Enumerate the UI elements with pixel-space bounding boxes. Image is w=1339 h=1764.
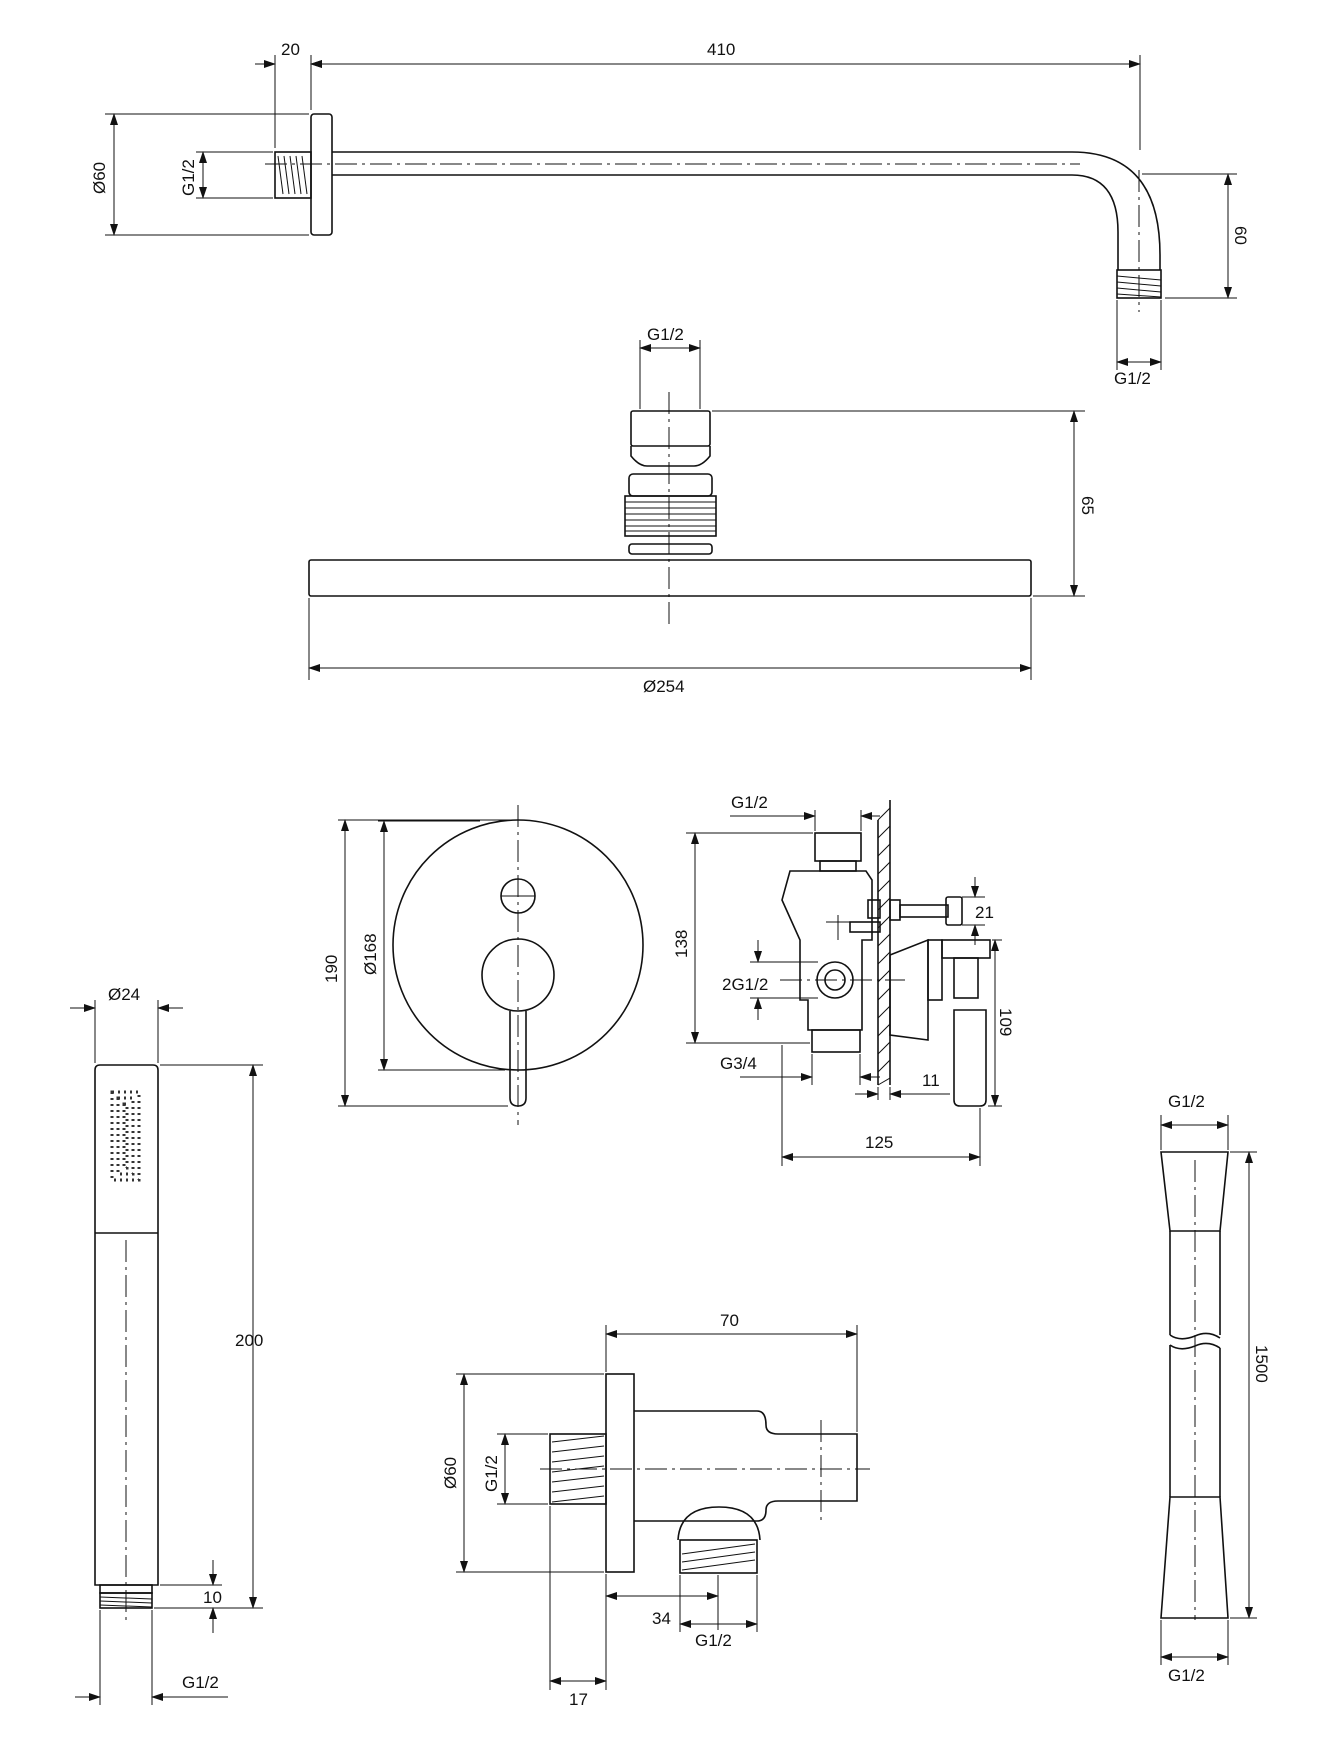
- hand-shower-length-label: 200: [235, 1331, 263, 1350]
- mixer-side-threads-label: 2G1/2: [722, 975, 768, 994]
- arm-inlet-thread-label: G1/2: [179, 159, 198, 196]
- hand-shower-drawing: Ø24 200 10 G1/2: [70, 985, 263, 1705]
- shower-arm-drawing: 20 410 Ø60 G1/2 60 G1/2: [90, 40, 1250, 388]
- arm-flange-thickness-label: 20: [281, 40, 300, 59]
- mixer-wall-gap-label: 11: [922, 1071, 940, 1090]
- mixer-top-thread-label: G1/2: [731, 793, 768, 812]
- spray-nozzles: [110, 1090, 141, 1182]
- mixer-bottom-thread-label: G3/4: [720, 1054, 757, 1073]
- head-inlet-thread-label: G1/2: [647, 325, 684, 344]
- arm-drop-label: 60: [1231, 226, 1250, 245]
- hose-top-thread-label: G1/2: [1168, 1092, 1205, 1111]
- arm-outlet-thread-label: G1/2: [1114, 369, 1151, 388]
- mixer-plate-diameter-label: Ø168: [361, 933, 380, 975]
- mixer-plate-outer-label: 190: [322, 955, 341, 983]
- outlet-outlet-thread-label: G1/2: [695, 1631, 732, 1650]
- outlet-flange-diameter-label: Ø60: [441, 1457, 460, 1489]
- hand-shower-diameter-label: Ø24: [108, 985, 140, 1004]
- mixer-depth-label: 125: [865, 1133, 893, 1152]
- outlet-offset-label: 34: [652, 1609, 671, 1628]
- arm-length-label: 410: [707, 40, 735, 59]
- mixer-body-height-label: 138: [672, 930, 691, 958]
- outlet-flange-depth-label: 17: [569, 1690, 588, 1709]
- hand-shower-thread-length-label: 10: [203, 1588, 222, 1607]
- head-height-label: 65: [1078, 496, 1097, 515]
- hose-length-label: 1500: [1252, 1345, 1271, 1383]
- arm-flange-diameter-label: Ø60: [90, 162, 109, 194]
- shower-head-drawing: G1/2 65 Ø254: [308, 325, 1097, 696]
- mixer-front-view: 190 Ø168: [322, 805, 644, 1125]
- mixer-side-view: G1/2 138 21 2G1/2 109 G3/4 11: [672, 793, 1015, 1166]
- head-diameter-label: Ø254: [643, 677, 685, 696]
- hose-bottom-thread-label: G1/2: [1168, 1666, 1205, 1685]
- hand-shower-thread-label: G1/2: [182, 1673, 219, 1692]
- mixer-handle-height-label: 109: [996, 1008, 1015, 1036]
- mixer-spout-height-label: 21: [975, 903, 994, 922]
- shower-hose-drawing: G1/2 1500 G1/2: [1160, 1092, 1271, 1685]
- outlet-inlet-thread-label: G1/2: [482, 1455, 501, 1492]
- outlet-length-label: 70: [720, 1311, 739, 1330]
- wall-outlet-drawing: 70 Ø60 G1/2 34 G1/2 17: [441, 1311, 870, 1709]
